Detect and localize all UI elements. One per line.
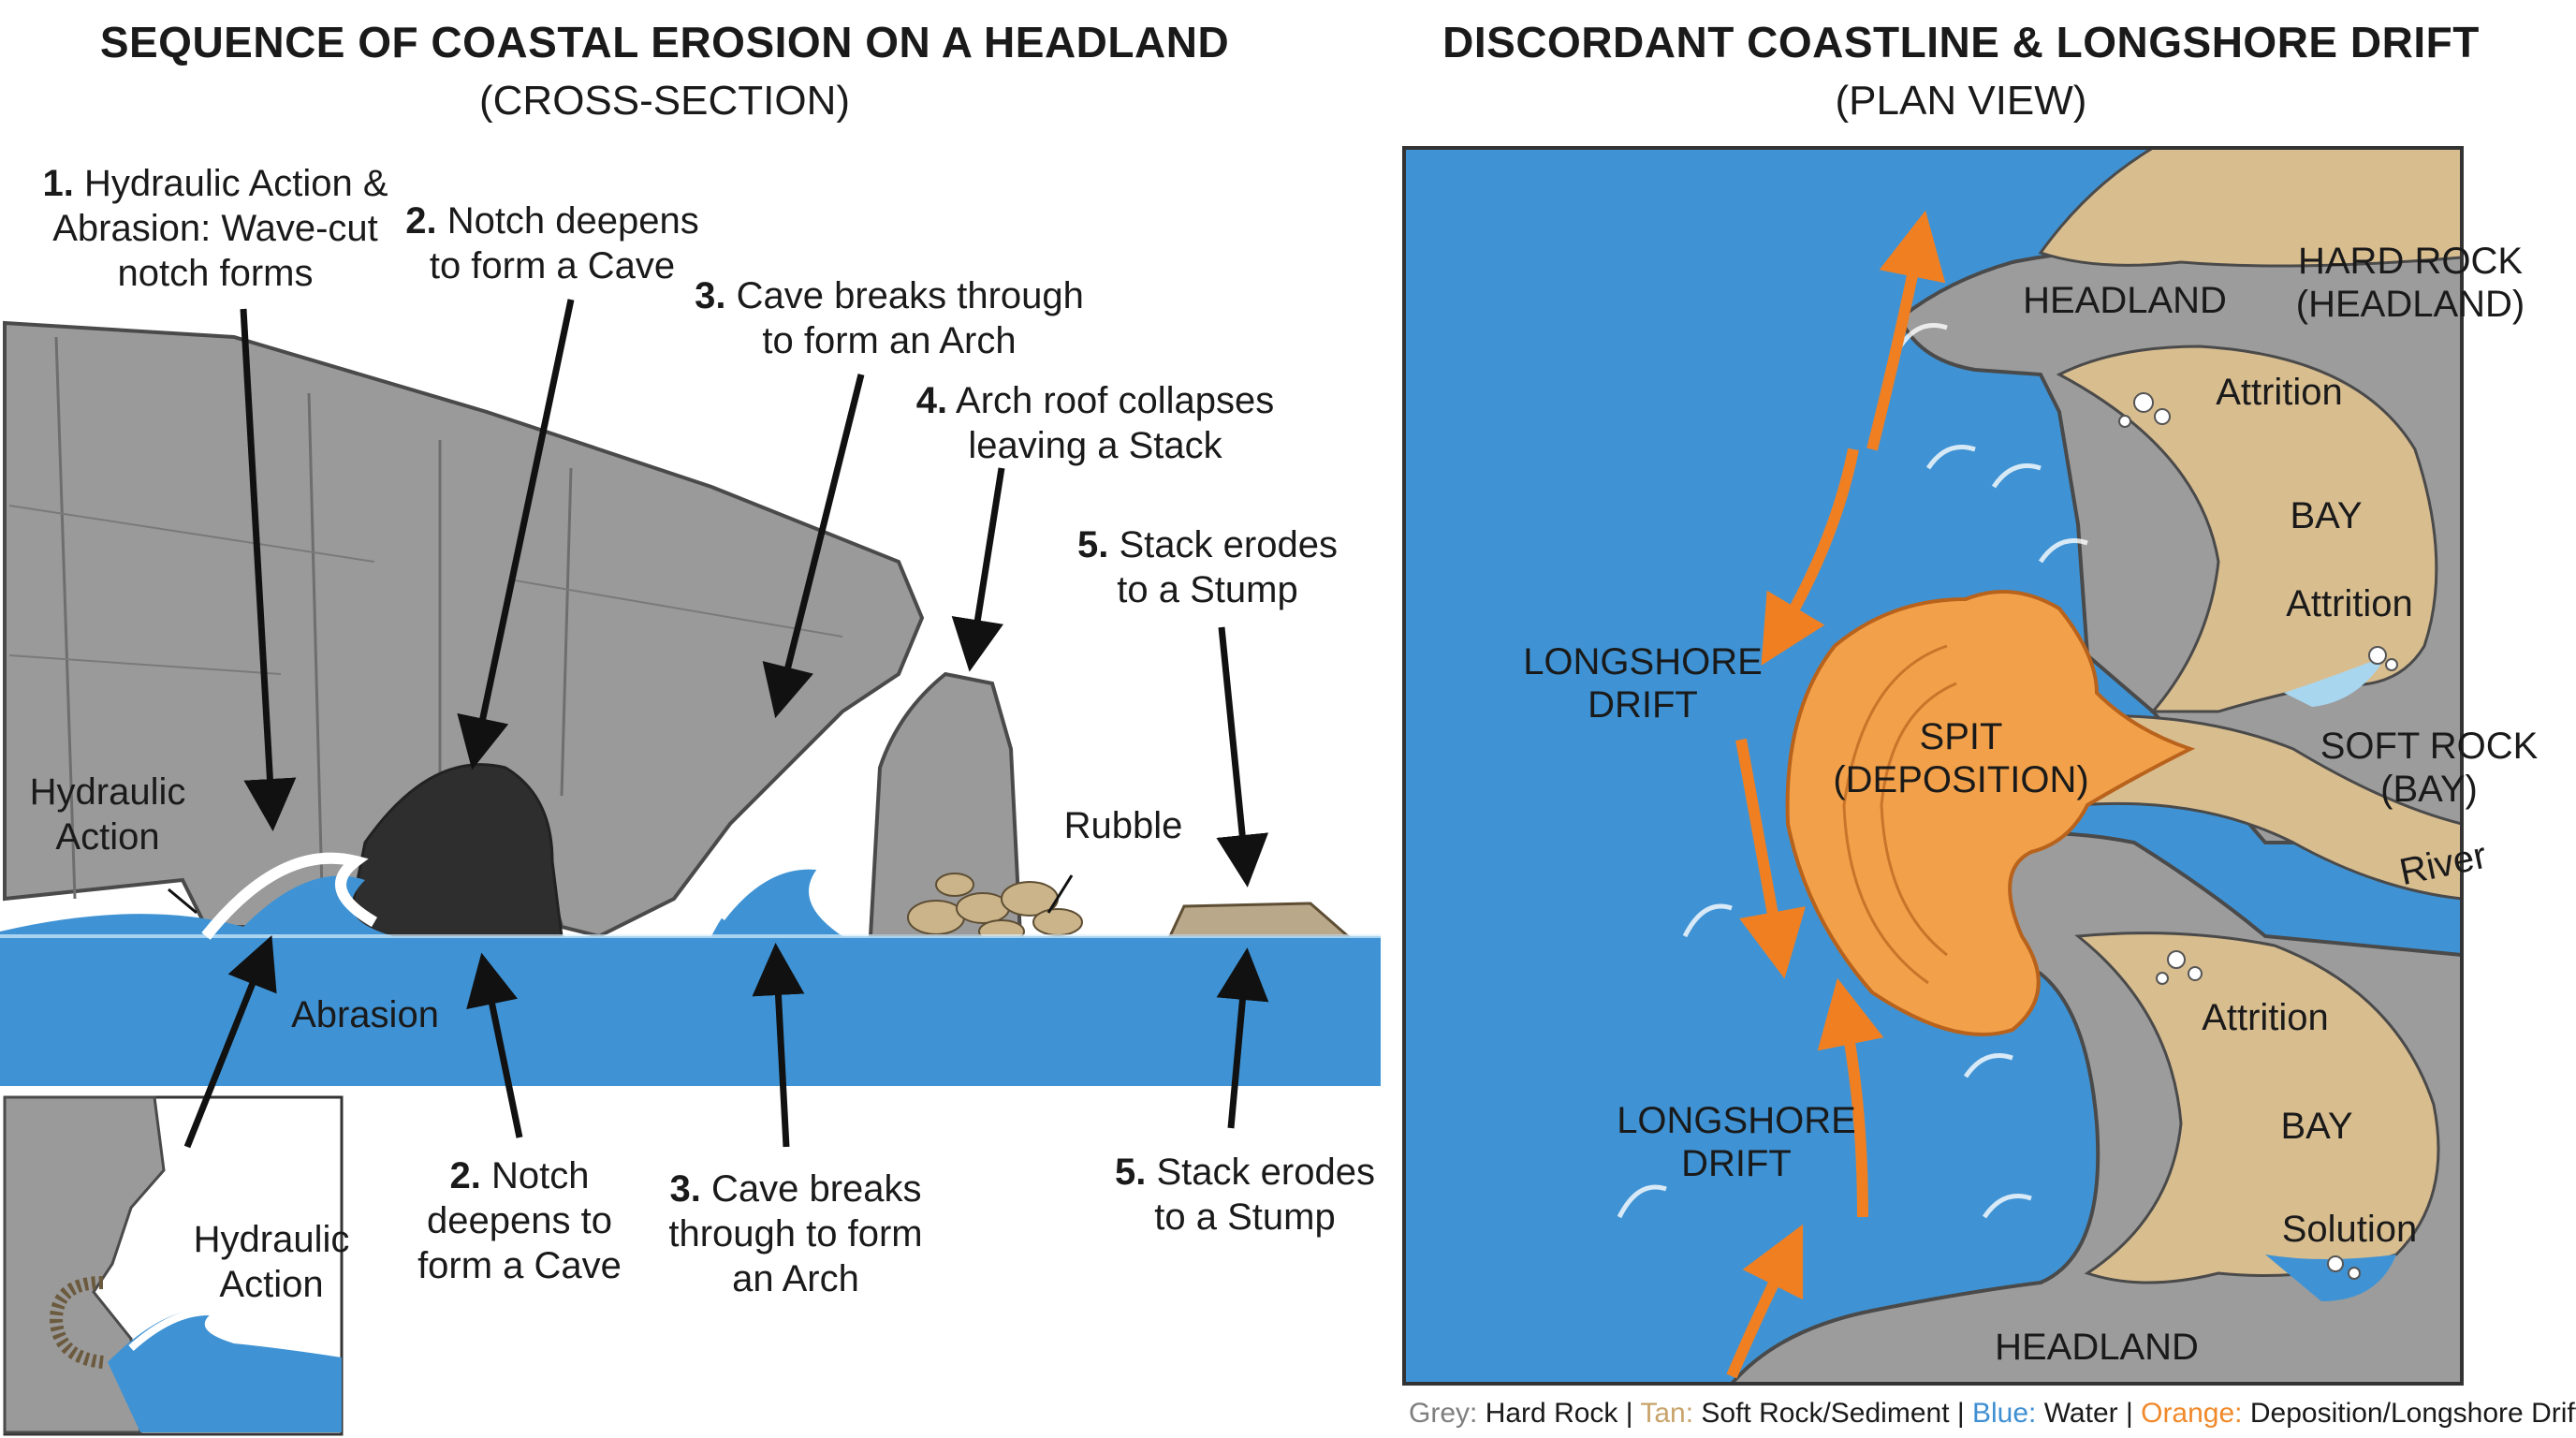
label-abrasion: Abrasion [291, 994, 439, 1035]
label-attrition-3: Attrition [2202, 997, 2329, 1038]
legend-tan-key: Tan: [1640, 1398, 1694, 1429]
sea-stack [868, 671, 1023, 938]
legend-blue-value: Water [2043, 1398, 2118, 1429]
river [2076, 713, 2462, 901]
label-soft-rock: SOFT ROCK (BAY) [2320, 726, 2539, 810]
label-step-3: 3. Cave breaks through to form an Arch [695, 275, 1084, 361]
right-panel-title: DISCORDANT COASTLINE & LONGSHORE DRIFT [1442, 18, 2480, 66]
label-step-2: 2. Notch deepens to form a Cave [405, 200, 699, 286]
label-attrition-1: Attrition [2216, 372, 2343, 413]
map-legend: Grey: Hard Rock | Tan: Soft Rock/Sedimen… [1409, 1397, 2576, 1431]
legend-blue-key: Blue: [1972, 1398, 2037, 1429]
label-hard-rock: HARD ROCK (HEADLAND) [2295, 241, 2525, 325]
cross-section-diagram [0, 299, 1381, 1436]
label-bay-1: BAY [2290, 495, 2363, 536]
label-headland-bottom: HEADLAND [1995, 1327, 2199, 1368]
label-rubble: Rubble [1063, 805, 1183, 846]
right-panel-subtitle: (PLAN VIEW) [1835, 78, 2087, 124]
label-solution: Solution [2281, 1209, 2418, 1250]
legend-grey-key: Grey: [1409, 1398, 1478, 1429]
legend-orange-value: Deposition/Longshore Drift [2249, 1398, 2576, 1429]
bottom-label-step-2: 2. Notch deepens to form a Cave [417, 1155, 622, 1286]
spit [1785, 590, 2196, 1036]
label-step-5: 5. Stack erodes to a Stump [1077, 524, 1338, 610]
label-step-4: 4. Arch roof collapses leaving a Stack [915, 380, 1275, 466]
inset-label-hydraulic-action: Hydraulic Action [193, 1219, 350, 1305]
legend-orange-key: Orange: [2141, 1398, 2243, 1429]
label-attrition-2: Attrition [2286, 583, 2413, 624]
bottom-label-step-5: 5. Stack erodes to a Stump [1115, 1152, 1375, 1238]
left-panel-title: SEQUENCE OF COASTAL EROSION ON A HEADLAN… [99, 18, 1230, 66]
bay-1 [2056, 345, 2438, 713]
sea [0, 861, 1381, 1086]
legend-grey-value: Hard Rock [1485, 1398, 1618, 1429]
label-bay-2: BAY [2280, 1106, 2353, 1147]
label-step-1: 1. Hydraulic Action & Abrasion: Wave-cut… [42, 163, 388, 294]
legend-tan-value: Soft Rock/Sediment [1701, 1398, 1950, 1429]
label-longshore-drift-1: LONGSHORE DRIFT [1523, 641, 1763, 726]
label-spit: SPIT (DEPOSITION) [1833, 716, 2089, 800]
label-hydraulic-action: Hydraulic Action [29, 771, 186, 858]
label-longshore-drift-2: LONGSHORE DRIFT [1617, 1100, 1856, 1184]
left-panel-subtitle: (CROSS-SECTION) [479, 78, 850, 124]
rubble-pile [907, 873, 1083, 944]
bottom-label-step-3: 3. Cave breaks through to form an Arch [668, 1168, 923, 1299]
label-headland-top: HEADLAND [2023, 280, 2227, 321]
